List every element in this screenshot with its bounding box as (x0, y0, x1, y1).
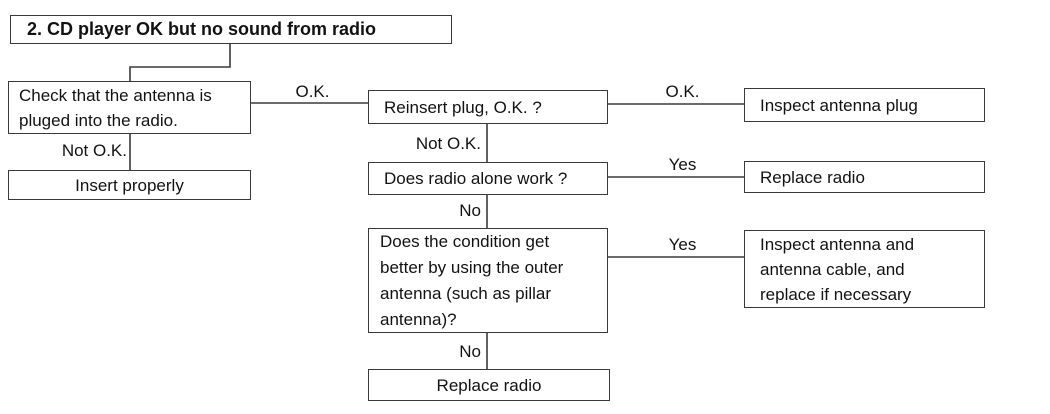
edge-label-no-2: No (428, 342, 481, 361)
action-replace-radio-box-2: Replace radio (368, 369, 610, 401)
action-replace-radio-box-1: Replace radio (744, 161, 985, 193)
connector-title-to-check (129, 44, 231, 81)
edge-label-not-ok-1: Not O.K. (30, 141, 127, 160)
step-condition-outer-antenna-box: Does the condition get better by using t… (368, 228, 608, 333)
action-inspect-antenna-cable-box: Inspect antenna and antenna cable, and r… (744, 230, 985, 308)
edge-label-ok-2: O.K. (640, 82, 725, 101)
edge-label-no-1: No (428, 201, 481, 220)
edge-label-yes-1: Yes (640, 155, 725, 174)
step-check-antenna-box: Check that the antenna is pluged into th… (8, 81, 251, 134)
step-does-radio-alone-work-box: Does radio alone work ? (368, 162, 608, 195)
edge-label-not-ok-2: Not O.K. (385, 134, 481, 153)
title-box: 2. CD player OK but no sound from radio (10, 15, 452, 44)
action-inspect-antenna-plug-box: Inspect antenna plug (744, 88, 985, 122)
step-reinsert-plug-box: Reinsert plug, O.K. ? (368, 90, 608, 124)
edge-label-yes-2: Yes (640, 235, 725, 254)
edge-label-ok-1: O.K. (270, 82, 355, 101)
action-insert-properly-box: Insert properly (8, 170, 251, 200)
